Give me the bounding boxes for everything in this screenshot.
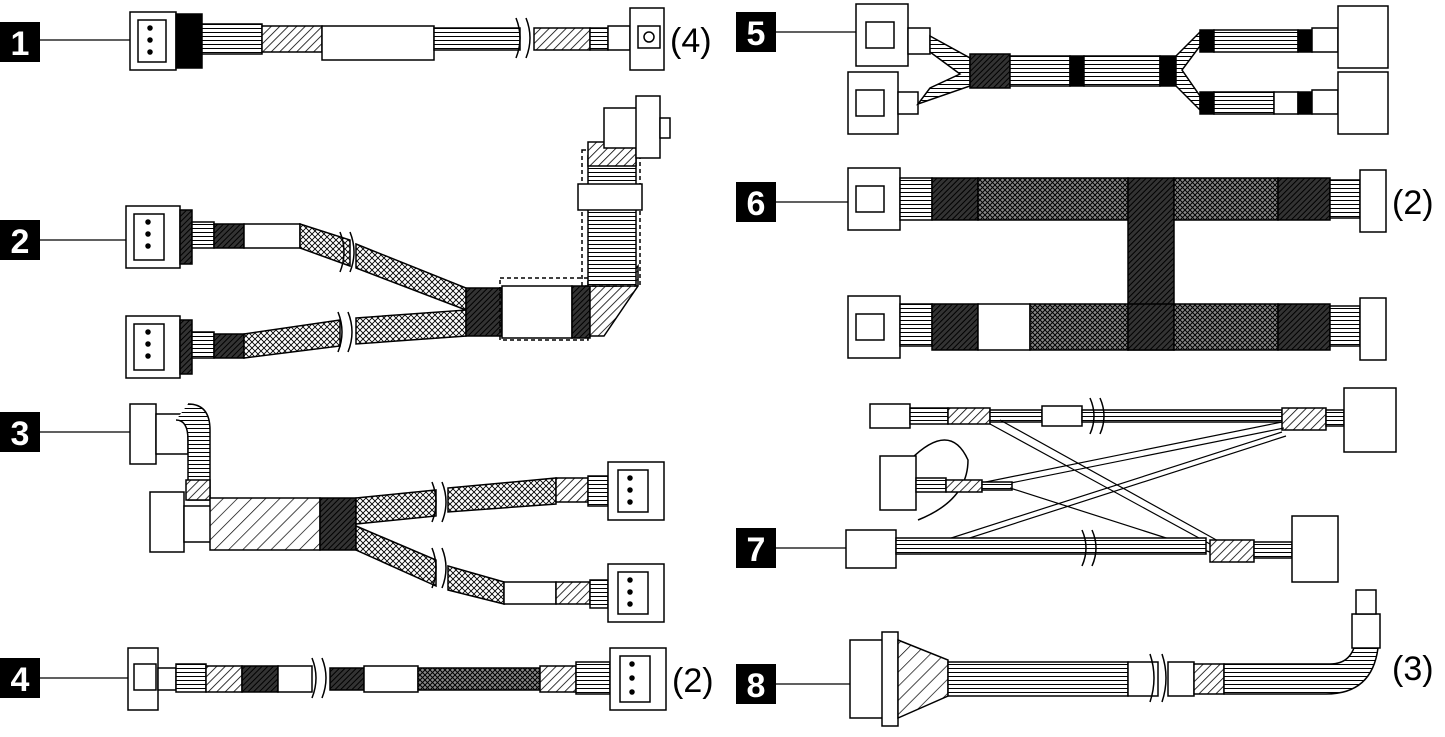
badge-8: 8 (736, 664, 776, 705)
badge-2: 2 (0, 220, 40, 261)
cable-7 (845, 387, 1397, 583)
badge-1: 1 (0, 22, 40, 63)
quantity-label-6: (2) (1392, 184, 1434, 222)
callout-lines (40, 31, 856, 685)
badge-label: 7 (747, 531, 766, 569)
badge-3: 3 (0, 412, 40, 453)
badge-label: 4 (11, 661, 30, 699)
quantity-label-8: (3) (1392, 650, 1434, 688)
badge-label: 1 (11, 25, 30, 63)
quantity-label-1: (4) (670, 22, 712, 60)
cable-1 (129, 7, 665, 71)
cable-8 (849, 589, 1381, 727)
badge-label: 6 (747, 185, 766, 223)
cable-3 (129, 403, 665, 623)
quantity-label-4: (2) (672, 662, 714, 700)
cable-4 (127, 647, 667, 711)
badge-label: 5 (747, 15, 766, 53)
badge-7: 7 (736, 528, 776, 569)
badge-label: 8 (747, 667, 766, 705)
cable-6 (847, 167, 1387, 361)
cable-2 (125, 95, 671, 379)
badge-4: 4 (0, 658, 40, 699)
badge-5: 5 (736, 12, 776, 53)
badge-6: 6 (736, 182, 776, 223)
cable-5 (847, 3, 1389, 135)
badge-label: 3 (11, 415, 30, 453)
badge-label: 2 (11, 223, 30, 261)
